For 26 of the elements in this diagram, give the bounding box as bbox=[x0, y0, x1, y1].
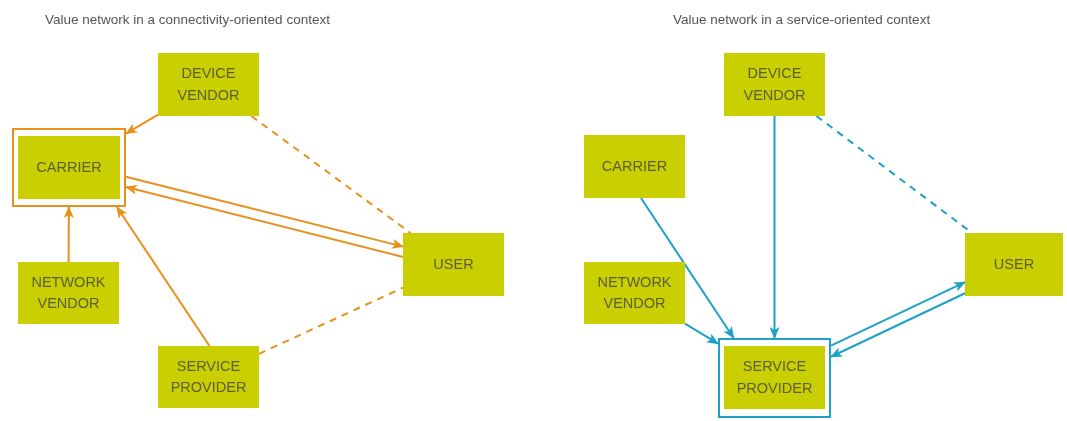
highlight-frame bbox=[718, 338, 831, 418]
section-heading: Value network in a service-oriented context bbox=[673, 12, 931, 27]
arrow bbox=[684, 322, 719, 345]
arrow bbox=[830, 292, 966, 358]
dashed-connector bbox=[258, 286, 404, 355]
section-heading: Value network in a connectivity-oriented context bbox=[45, 12, 330, 27]
actor-box: USER bbox=[965, 233, 1063, 296]
highlight-frame bbox=[12, 128, 126, 207]
arrow bbox=[115, 206, 211, 347]
arrow bbox=[830, 281, 966, 347]
actor-box: SERVICE PROVIDER bbox=[724, 346, 825, 409]
actor-box: DEVICE VENDOR bbox=[158, 53, 259, 116]
dashed-connector bbox=[250, 115, 412, 234]
arrow bbox=[125, 175, 404, 249]
arrow bbox=[125, 184, 404, 258]
arrow bbox=[125, 113, 159, 135]
actor-box: CARRIER bbox=[18, 136, 120, 199]
actor-box: DEVICE VENDOR bbox=[724, 53, 825, 116]
actor-box: SERVICE PROVIDER bbox=[158, 346, 259, 408]
arrow bbox=[769, 115, 780, 339]
actor-box: CARRIER bbox=[584, 135, 685, 198]
arrow bbox=[639, 197, 735, 339]
actor-box: NETWORK VENDOR bbox=[584, 262, 685, 324]
arrow bbox=[63, 206, 74, 263]
actor-box: NETWORK VENDOR bbox=[18, 262, 119, 324]
actor-box: USER bbox=[403, 233, 504, 296]
